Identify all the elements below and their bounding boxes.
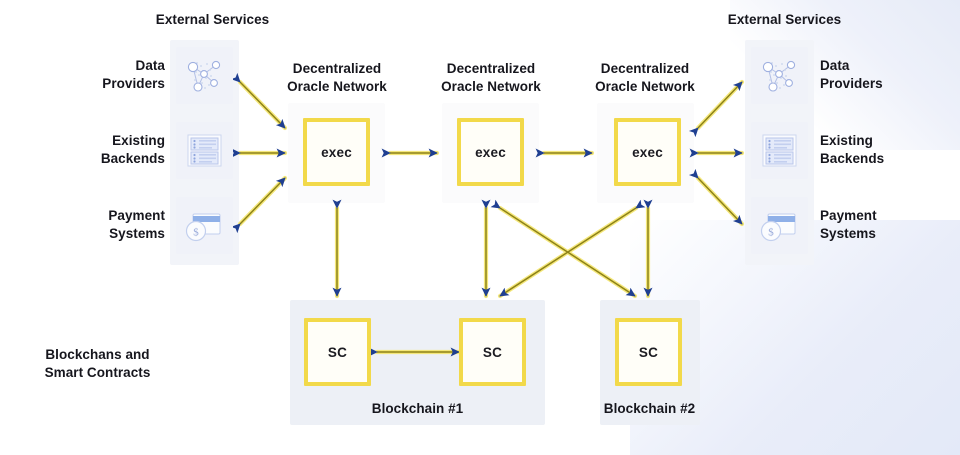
blockchain-1-name: Blockchain #1 <box>371 401 464 416</box>
smart-contract-1-1-label: SC <box>327 344 348 360</box>
smart-contract-2-1[interactable]: SC <box>615 318 682 386</box>
arrow-odn3-sc2-cross <box>499 199 646 297</box>
external-services-right-item-label-2: Payment Systems <box>820 208 877 241</box>
credit-card-dollar-icon: $ <box>176 197 233 254</box>
oracle-network-heading-1: Decentralized Oracle Network <box>287 61 387 94</box>
external-services-right-heading: External Services <box>727 12 842 27</box>
exec-node-3[interactable]: exec <box>614 118 681 186</box>
external-services-left-item-label-1: Existing Backends <box>100 133 165 166</box>
external-services-right-item-label-0: Data Providers <box>820 58 883 91</box>
smart-contract-1-2-label: SC <box>482 344 503 360</box>
arrow-payment-systems-left <box>230 177 286 234</box>
credit-card-dollar-icon: $ <box>751 197 808 254</box>
external-services-left-item-label-0: Data Providers <box>102 58 165 91</box>
arrow-payment-systems-right <box>688 168 743 225</box>
svg-text:$: $ <box>768 227 774 239</box>
server-rack-icon <box>751 122 808 179</box>
oracle-network-heading-2: Decentralized Oracle Network <box>441 61 541 94</box>
external-services-left-item-label-2: Payment Systems <box>108 208 165 241</box>
blockchain-group-label: Blockchans and Smart Contracts <box>44 347 151 380</box>
smart-contract-1-1[interactable]: SC <box>304 318 371 386</box>
exec-node-1-label: exec <box>321 144 352 160</box>
network-graph-icon <box>751 47 808 104</box>
smart-contract-1-2[interactable]: SC <box>459 318 526 386</box>
oracle-network-heading-3: Decentralized Oracle Network <box>595 61 695 94</box>
svg-text:$: $ <box>193 227 199 239</box>
exec-node-1[interactable]: exec <box>303 118 370 186</box>
external-services-left-heading: External Services <box>155 12 270 27</box>
server-rack-icon <box>176 122 233 179</box>
exec-node-3-label: exec <box>632 144 663 160</box>
exec-node-2-label: exec <box>475 144 506 160</box>
exec-node-2[interactable]: exec <box>457 118 524 186</box>
arrow-odn2-sc3-cross <box>490 199 636 297</box>
network-graph-icon <box>176 47 233 104</box>
external-services-right-item-label-1: Existing Backends <box>820 133 885 166</box>
blockchain-2-name: Blockchain #2 <box>603 401 696 416</box>
smart-contract-2-1-label: SC <box>638 344 659 360</box>
